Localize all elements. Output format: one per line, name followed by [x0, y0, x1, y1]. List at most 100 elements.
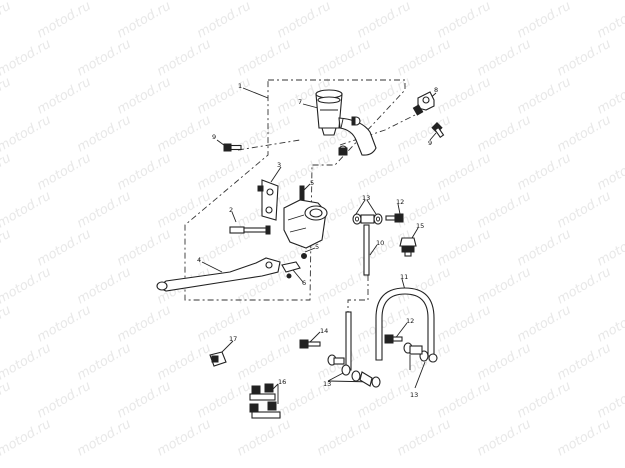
watermark-text: motod.ru: [0, 37, 54, 80]
watermark-text: motod.ru: [0, 189, 54, 232]
callout-17: 17: [229, 335, 237, 343]
pipe-clamp-a: [249, 383, 276, 401]
brake-lever: [156, 257, 281, 292]
watermark-text: motod.ru: [395, 37, 454, 80]
callout-12-upper: 12: [396, 198, 404, 206]
watermark-text: motod.ru: [275, 303, 334, 346]
watermark-text: motod.ru: [195, 379, 254, 422]
watermark-text: motod.ru: [0, 379, 14, 422]
callout-11: 11: [400, 273, 408, 281]
push-rod: [229, 225, 271, 235]
washers-lower: [327, 354, 381, 388]
watermark-text: motod.ru: [475, 341, 534, 384]
watermark-text: motod.ru: [555, 189, 614, 232]
watermark-text: motod.ru: [155, 113, 214, 156]
banjo-bolt-lower: [384, 334, 403, 344]
watermark-text: motod.ru: [435, 0, 494, 41]
watermark-text: motod.ru: [555, 37, 614, 80]
watermark-text: motod.ru: [515, 0, 574, 41]
watermark-text: motod.ru: [355, 151, 414, 194]
watermark-text: motod.ru: [395, 341, 454, 384]
callout-10: 10: [376, 239, 384, 247]
watermark-text: motod.ru: [515, 379, 574, 422]
holder-clamp: [261, 179, 279, 221]
bolt-right: [431, 122, 445, 139]
callout-13-right: 13: [410, 391, 418, 399]
watermark-text: motod.ru: [75, 265, 134, 308]
watermark-text: motod.ru: [595, 379, 625, 422]
watermark-text: motod.ru: [75, 113, 134, 156]
callout-labels: 1 2 3 4 5 5 6 7 8 9 9 10 11 12 12 13 13 …: [197, 82, 438, 399]
watermark-text: motod.ru: [195, 151, 254, 194]
reservoir: [315, 89, 343, 136]
watermark-text: motod.ru: [595, 303, 625, 346]
watermark-text: motod.ru: [0, 341, 54, 384]
watermark-text: motod.ru: [595, 151, 625, 194]
watermark-text: motod.ru: [115, 227, 174, 270]
watermark-text: motod.ru: [395, 417, 454, 460]
watermark-text: motod.ru: [595, 227, 625, 270]
watermark-text: motod.ru: [115, 151, 174, 194]
watermark-text: motod.ru: [115, 75, 174, 118]
bleed-switch: [399, 237, 417, 257]
callout-15: 15: [416, 222, 424, 230]
callout-14: 14: [320, 327, 328, 335]
hose-route-line: [237, 109, 426, 151]
watermark-text: motod.ru: [275, 0, 334, 41]
watermark-text: motod.ru: [155, 341, 214, 384]
watermark-text: motod.ru: [0, 303, 14, 346]
hose-clamp-upper: [351, 116, 361, 126]
callout-1: 1: [238, 82, 242, 90]
callout-9-left: 9: [212, 133, 216, 141]
watermark-text: motod.ru: [555, 341, 614, 384]
reservoir-hose: [338, 117, 377, 156]
callout-3: 3: [277, 161, 281, 169]
watermark-text: motod.ru: [515, 75, 574, 118]
watermark-text: motod.ru: [35, 151, 94, 194]
washers-right: [403, 342, 438, 363]
watermark-text: motod.ru: [515, 151, 574, 194]
watermark-text: motod.ru: [0, 75, 14, 118]
pipe-clip: [209, 351, 227, 367]
watermark-text: motod.ru: [195, 75, 254, 118]
watermark-text: motod.ru: [35, 0, 94, 41]
watermark-text: motod.ru: [555, 113, 614, 156]
pipe-clamp-b: [249, 401, 281, 419]
callout-5-lower: 5: [315, 243, 319, 251]
watermark-text: motod.ru: [235, 417, 294, 460]
watermark-text: motod.ru: [555, 265, 614, 308]
watermark-text: motod.ru: [75, 341, 134, 384]
watermark-text: motod.ru: [395, 113, 454, 156]
watermark-text: motod.ru: [355, 379, 414, 422]
watermark-text: motod.ru: [35, 75, 94, 118]
watermark-text: motod.ru: [555, 417, 614, 460]
watermark-text: motod.ru: [195, 0, 254, 41]
watermark-text: motod.ru: [475, 417, 534, 460]
watermark-text: motod.ru: [0, 113, 54, 156]
watermark-text: motod.ru: [435, 303, 494, 346]
watermark-text: motod.ru: [115, 0, 174, 41]
hose-clamp-lower: [338, 145, 348, 156]
watermark-text: motod.ru: [0, 265, 54, 308]
reservoir-bracket: [412, 91, 435, 116]
brake-pipe-lower: [345, 311, 352, 371]
watermark-text: motod.ru: [0, 151, 14, 194]
callout-9-right: 9: [428, 139, 432, 147]
callout-8: 8: [434, 86, 438, 94]
watermark-text: motod.ru: [75, 189, 134, 232]
watermark-text: motod.ru: [115, 303, 174, 346]
watermark-text: motod.ru: [115, 379, 174, 422]
callout-6: 6: [302, 279, 306, 287]
master-cylinder-body: [283, 199, 328, 259]
watermark-text: motod.ru: [595, 75, 625, 118]
watermark-text: motod.ru: [155, 37, 214, 80]
watermark-text: motod.ru: [315, 37, 374, 80]
callout-7: 7: [298, 98, 302, 106]
watermark-text: motod.ru: [75, 417, 134, 460]
watermark-text: motod.ru: [435, 227, 494, 270]
watermark-text: motod.ru: [35, 303, 94, 346]
watermark-text: motod.ru: [435, 379, 494, 422]
callout-2: 2: [229, 206, 233, 214]
